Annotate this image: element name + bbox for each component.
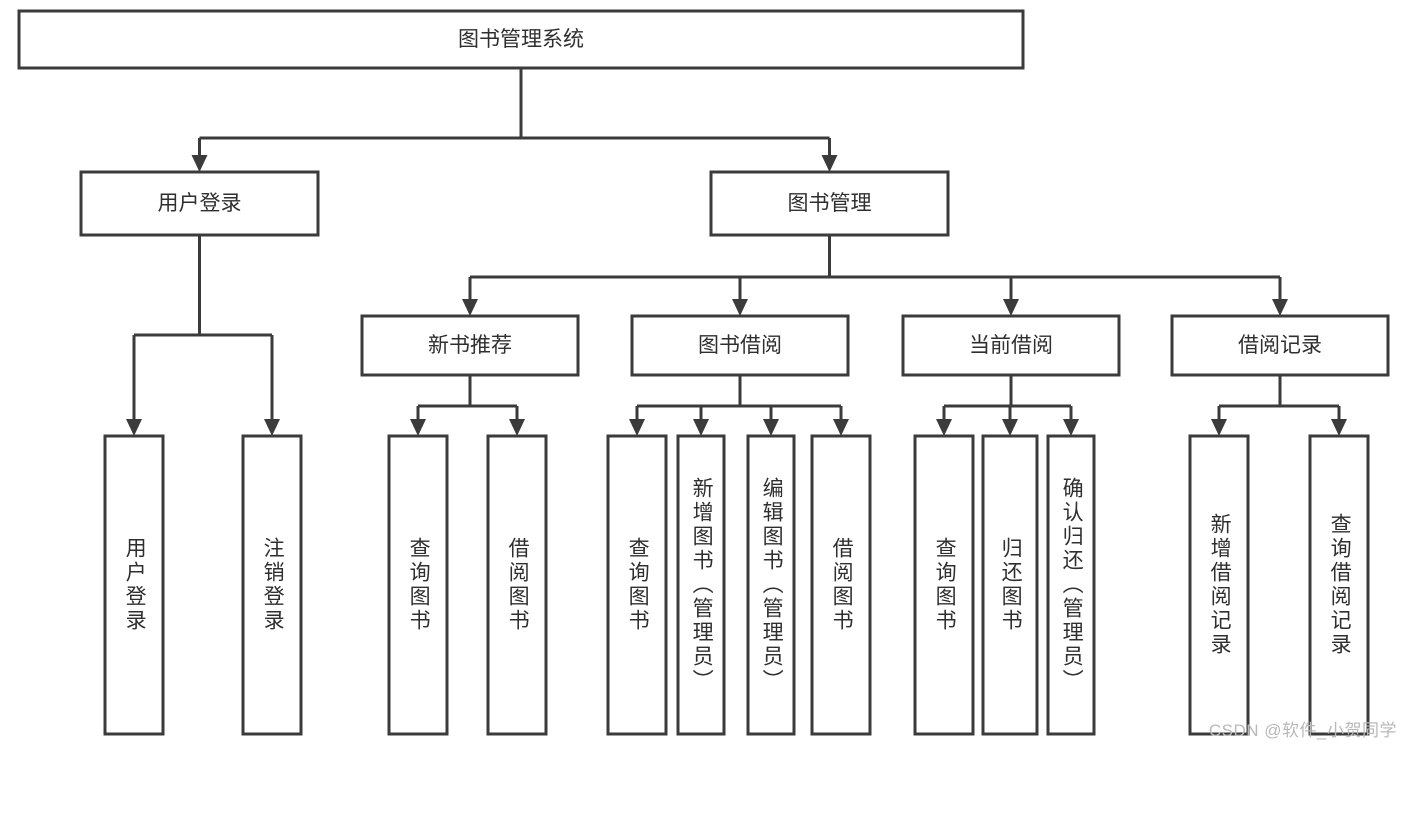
node-box-current-confirm-return[interactable] xyxy=(1046,434,1096,736)
arrow-head-icon xyxy=(936,419,952,436)
node-label-book-borrow: 图书借阅 xyxy=(698,334,782,357)
arrow-head-icon xyxy=(1002,419,1018,436)
flowchart-canvas: 图书管理系统用户登录图书管理新书推荐图书借阅当前借阅借阅记录 用户登录注销登录查… xyxy=(17,9,1397,740)
node-box-borrow-add-book[interactable] xyxy=(676,434,726,736)
node-box-root[interactable] xyxy=(17,9,1025,70)
node-box-new-book-recommend[interactable] xyxy=(360,314,580,377)
node-label-book-management: 图书管理 xyxy=(788,192,872,215)
node-box-book-management[interactable] xyxy=(709,170,950,237)
node-box-current-borrow[interactable] xyxy=(901,314,1121,377)
node-box-current-return-book[interactable] xyxy=(981,434,1039,736)
node-box-book-borrow[interactable] xyxy=(630,314,850,377)
node-box-records-add[interactable] xyxy=(1188,434,1250,736)
node-label-user-login: 用户登录 xyxy=(158,192,242,215)
node-box-recommend-query-book[interactable] xyxy=(387,434,449,736)
watermark-text: CSDN @软件_小贺同学 xyxy=(1208,721,1397,740)
arrow-head-icon xyxy=(1063,419,1079,436)
arrow-head-icon xyxy=(1272,299,1288,316)
arrow-head-icon xyxy=(693,419,709,436)
node-label-root: 图书管理系统 xyxy=(458,28,584,51)
node-box-user-logout[interactable] xyxy=(241,434,303,736)
arrow-head-icon xyxy=(126,419,142,436)
arrow-head-icon xyxy=(509,419,525,436)
arrow-head-icon xyxy=(732,299,748,316)
node-label-current-borrow: 当前借阅 xyxy=(969,334,1053,357)
arrow-head-icon xyxy=(1211,419,1227,436)
node-box-borrow-query-book[interactable] xyxy=(606,434,668,736)
arrow-head-icon xyxy=(410,419,426,436)
connector-layer xyxy=(126,68,1347,436)
node-box-user-login-action[interactable] xyxy=(103,434,165,736)
node-box-current-query-book[interactable] xyxy=(913,434,975,736)
arrow-head-icon xyxy=(833,419,849,436)
node-box-borrow-lend-book[interactable] xyxy=(810,434,872,736)
arrow-head-icon xyxy=(264,419,280,436)
node-box-layer xyxy=(17,9,1390,736)
node-box-borrow-edit-book[interactable] xyxy=(746,434,796,736)
node-box-borrow-records[interactable] xyxy=(1170,314,1390,377)
arrow-head-icon xyxy=(763,419,779,436)
node-box-records-query[interactable] xyxy=(1308,434,1370,736)
arrow-head-icon xyxy=(1003,299,1019,316)
arrow-head-icon xyxy=(191,155,208,172)
node-box-user-login[interactable] xyxy=(79,170,320,237)
arrow-head-icon xyxy=(462,299,478,316)
arrow-head-icon xyxy=(629,419,645,436)
arrow-head-icon xyxy=(1331,419,1347,436)
arrow-head-icon xyxy=(821,155,838,172)
node-label-borrow-records: 借阅记录 xyxy=(1238,334,1322,357)
node-box-recommend-borrow-book[interactable] xyxy=(486,434,548,736)
node-label-new-book-recommend: 新书推荐 xyxy=(428,334,512,357)
